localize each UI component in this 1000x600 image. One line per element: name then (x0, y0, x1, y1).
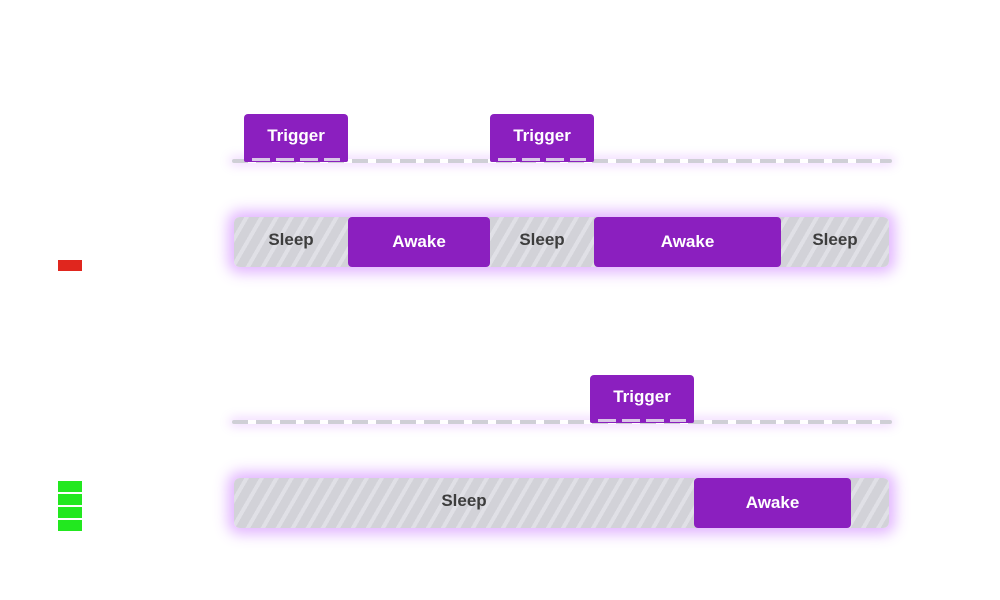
awake-segment: Awake (348, 217, 490, 267)
segment-label: Sleep (268, 230, 314, 249)
trigger-timeline-2 (232, 420, 892, 424)
sleep-segment: Sleep (490, 217, 594, 267)
trigger-marker: Trigger (490, 114, 594, 162)
awake-segment: Awake (594, 217, 781, 267)
status-indicator-red (58, 260, 82, 271)
trigger-ticks (598, 419, 686, 422)
trigger-marker: Trigger (590, 375, 694, 423)
trigger-ticks (252, 158, 340, 161)
sleep-segment (851, 478, 889, 528)
trigger-label: Trigger (513, 126, 571, 145)
state-track-1: Sleep Awake Sleep Awake Sleep (234, 217, 889, 267)
state-track-2: Sleep Awake (234, 478, 889, 528)
segment-label: Awake (745, 493, 800, 512)
awake-segment: Awake (694, 478, 851, 528)
segment-label: Sleep (519, 230, 565, 249)
sleep-segment: Sleep (234, 217, 348, 267)
segment-label: Awake (392, 232, 446, 251)
segment-label: Sleep (812, 230, 858, 249)
segment-label: Awake (660, 232, 715, 251)
trigger-label: Trigger (613, 387, 671, 406)
trigger-ticks (498, 158, 586, 161)
status-indicator-green (58, 481, 82, 532)
segment-label: Sleep (441, 491, 487, 510)
sleep-segment: Sleep (781, 217, 889, 267)
trigger-marker: Trigger (244, 114, 348, 162)
trigger-label: Trigger (267, 126, 325, 145)
sleep-segment: Sleep (234, 478, 694, 528)
